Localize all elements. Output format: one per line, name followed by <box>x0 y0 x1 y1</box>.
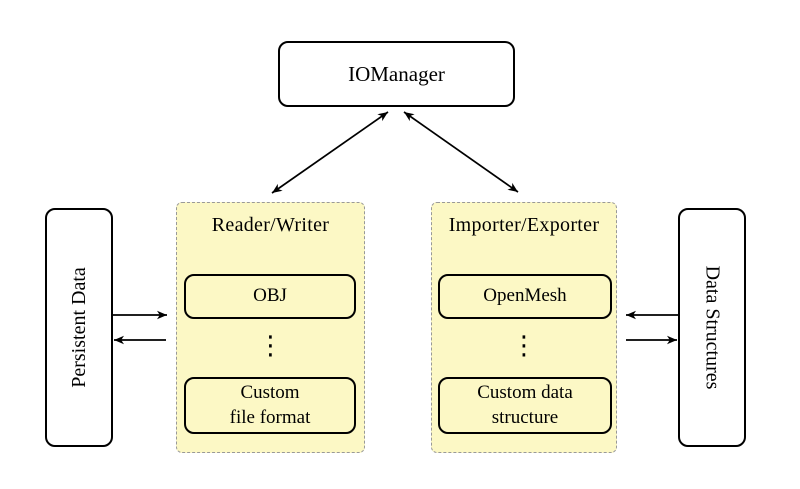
openmesh-box: OpenMesh <box>438 274 612 319</box>
persistent-data-box: Persistent Data <box>45 208 113 447</box>
obj-label: OBJ <box>253 285 287 307</box>
reader-writer-title: Reader/Writer <box>211 214 330 236</box>
openmesh-label: OpenMesh <box>483 285 567 307</box>
vertical-ellipsis: ⋮ <box>511 331 537 361</box>
importer-exporter-title: Importer/Exporter <box>448 214 600 236</box>
persistent-data-label: Persistent Data <box>67 267 90 388</box>
custom-file-format-box: Custom file format <box>184 377 356 434</box>
vertical-ellipsis: ⋮ <box>257 331 284 361</box>
reader-writer-group: Reader/Writer OBJ ⋮ Custom file format <box>176 202 365 453</box>
iomanager-box: IOManager <box>278 41 515 107</box>
arrow-iomanager-importerexporter <box>403 111 519 193</box>
obj-box: OBJ <box>184 274 356 319</box>
iomanager-label: IOManager <box>348 61 445 86</box>
custom-data-structure-label: Custom data structure <box>477 381 573 428</box>
importer-exporter-group: Importer/Exporter OpenMesh ⋮ Custom data… <box>431 202 617 453</box>
arrow-iomanager-readerwriter <box>271 111 389 194</box>
data-structures-box: Data Structures <box>678 208 746 447</box>
data-structures-label: Data Structures <box>701 265 724 390</box>
custom-data-structure-box: Custom data structure <box>438 377 612 434</box>
custom-file-format-label: Custom file format <box>229 381 311 428</box>
